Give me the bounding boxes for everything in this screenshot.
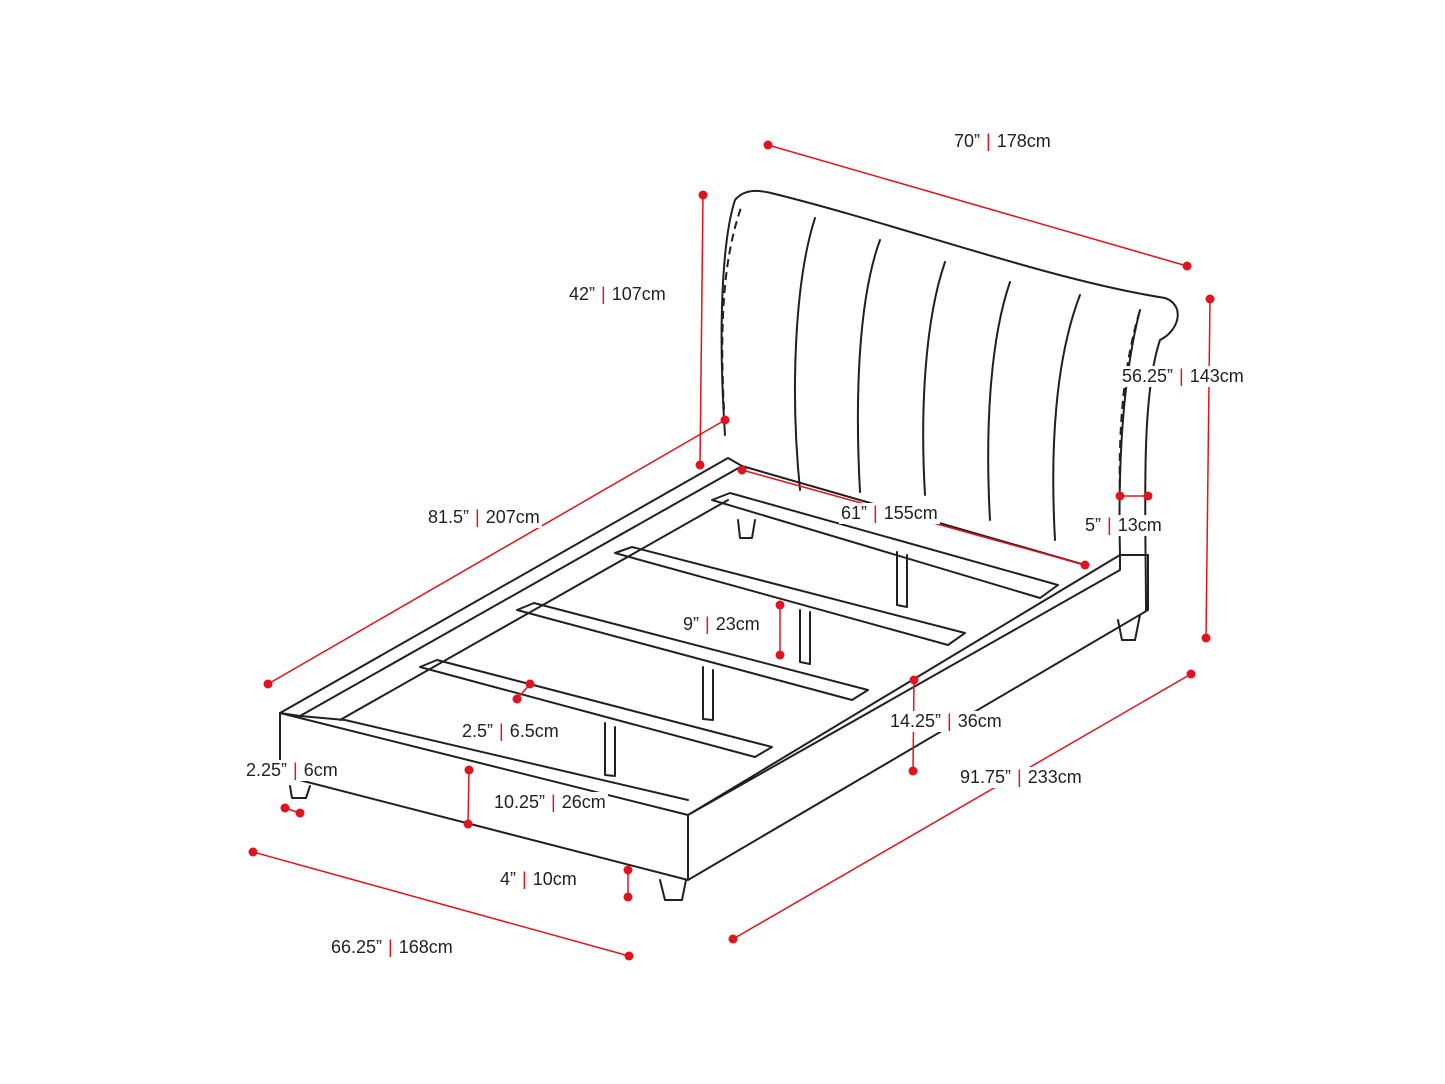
dimension-endpoint <box>295 808 305 818</box>
dimension-endpoint <box>1201 633 1211 643</box>
dimension-endpoint <box>695 460 705 470</box>
headboard <box>720 189 1179 641</box>
label-inner-width: 61”|155cm <box>839 503 940 524</box>
dimension-endpoint <box>763 140 773 150</box>
dimension-endpoint <box>623 865 633 875</box>
dimension-endpoint <box>909 675 919 685</box>
dimension-endpoint <box>525 679 535 689</box>
label-slat-width: 2.5”|6.5cm <box>460 721 561 742</box>
bed-frame <box>279 457 1149 901</box>
dimension-endpoint <box>775 650 785 660</box>
dimension-endpoint <box>1186 669 1196 679</box>
label-center-leg: 2.25”|6cm <box>244 760 340 781</box>
dimension-endpoint <box>512 694 522 704</box>
label-slat-spacing: 9”|23cm <box>681 614 762 635</box>
label-frame-height: 14.25”|36cm <box>888 711 1004 732</box>
dimension-line-headboard-height <box>699 194 704 466</box>
dimension-line-rail-height <box>467 769 470 825</box>
dimension-line-total-length <box>732 673 1192 940</box>
dimension-endpoint <box>624 951 634 961</box>
dimension-line-total-width <box>252 851 630 957</box>
dimension-endpoint <box>737 465 747 475</box>
label-leg-height: 4”|10cm <box>498 869 579 890</box>
dimension-endpoint <box>1080 560 1090 570</box>
dimension-endpoint <box>775 600 785 610</box>
dimension-endpoint <box>464 765 474 775</box>
label-total-width: 66.25”|168cm <box>329 937 455 958</box>
dimension-endpoint <box>1115 491 1125 501</box>
dimension-endpoint <box>720 415 730 425</box>
dimension-endpoint <box>248 847 258 857</box>
label-headboard-depth: 5”|13cm <box>1083 515 1164 536</box>
dimension-lines <box>248 140 1215 961</box>
dimension-line-inner-length <box>267 419 726 685</box>
label-total-height: 56.25”|143cm <box>1120 366 1246 387</box>
label-inner-length: 81.5”|207cm <box>426 507 542 528</box>
dimension-endpoint <box>698 190 708 200</box>
dimension-endpoint <box>263 679 273 689</box>
dimension-endpoint <box>728 934 738 944</box>
dimension-endpoint <box>623 892 633 902</box>
dimension-endpoint <box>1205 294 1215 304</box>
label-rail-height: 10.25”|26cm <box>492 792 608 813</box>
dimension-endpoint <box>463 819 473 829</box>
dimension-endpoint <box>908 766 918 776</box>
dimension-line-total-height <box>1205 298 1211 639</box>
dimension-endpoint <box>1143 491 1153 501</box>
slats <box>419 492 1059 777</box>
label-headboard-height: 42”|107cm <box>567 284 668 305</box>
label-total-length: 91.75”|233cm <box>958 767 1084 788</box>
label-headboard-width: 70”|178cm <box>952 131 1053 152</box>
dimension-endpoint <box>280 803 290 813</box>
dimension-line-headboard-width <box>767 144 1188 267</box>
dimension-endpoint <box>1182 261 1192 271</box>
